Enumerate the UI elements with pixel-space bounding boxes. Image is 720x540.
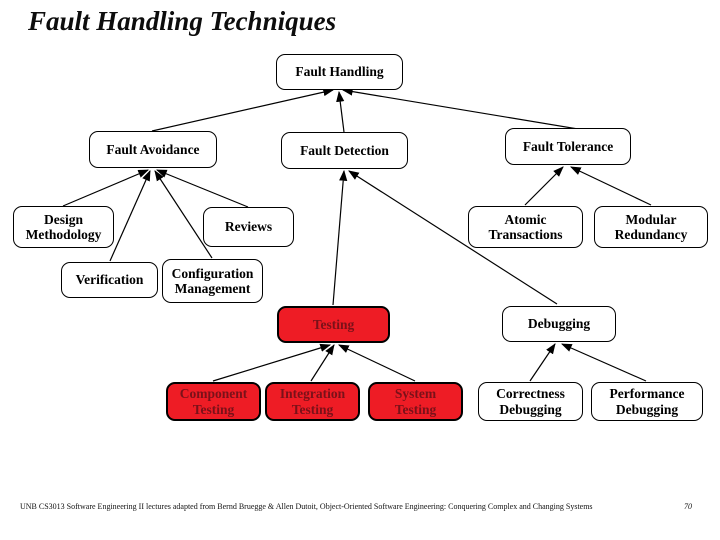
node-design-methodology: Design Methodology: [13, 206, 114, 248]
connector-systemtesting-testing: [338, 344, 416, 382]
node-reviews: Reviews: [203, 207, 294, 247]
footer-page-number: 70: [684, 502, 692, 511]
node-fault-handling: Fault Handling: [276, 54, 403, 90]
node-fault-detection: Fault Detection: [281, 132, 408, 169]
connector-verification-avoidance: [109, 170, 151, 262]
connector-avoidance-handling: [151, 88, 335, 132]
connector-atomictransactions-tolerance: [524, 166, 564, 206]
connector-integrationtesting-testing: [310, 344, 335, 382]
connector-performancedebugging-debugging: [561, 343, 647, 382]
connector-correctnessdebugging-debugging: [529, 343, 556, 382]
node-atomic-transactions: Atomic Transactions: [468, 206, 583, 248]
node-performance-debugging: Performance Debugging: [591, 382, 703, 421]
node-verification: Verification: [61, 262, 158, 298]
node-correctness-debugging: Correctness Debugging: [478, 382, 583, 421]
node-component-testing: Component Testing: [166, 382, 261, 421]
node-fault-avoidance: Fault Avoidance: [89, 131, 217, 168]
node-fault-tolerance: Fault Tolerance: [505, 128, 631, 165]
node-testing: Testing: [277, 306, 390, 343]
node-debugging: Debugging: [502, 306, 616, 342]
connector-designmethodology-avoidance: [62, 169, 149, 207]
node-integration-testing: Integration Testing: [265, 382, 360, 421]
connector-tolerance-handling: [341, 87, 579, 130]
connector-componenttesting-testing: [212, 343, 332, 382]
connector-detection-handling: [336, 90, 345, 133]
node-configuration-management: Configuration Management: [162, 259, 263, 303]
connector-configmgmt-avoidance: [154, 170, 213, 259]
node-system-testing: System Testing: [368, 382, 463, 421]
connector-debugging-detection: [348, 170, 558, 305]
connector-reviews-avoidance: [155, 169, 249, 208]
page-title: Fault Handling Techniques: [28, 6, 337, 36]
connector-modularredundancy-tolerance: [570, 166, 652, 206]
connector-testing-detection: [332, 169, 348, 306]
node-modular-redundancy: Modular Redundancy: [594, 206, 708, 248]
footer-credit: UNB CS3013 Software Engineering II lectu…: [20, 502, 593, 511]
